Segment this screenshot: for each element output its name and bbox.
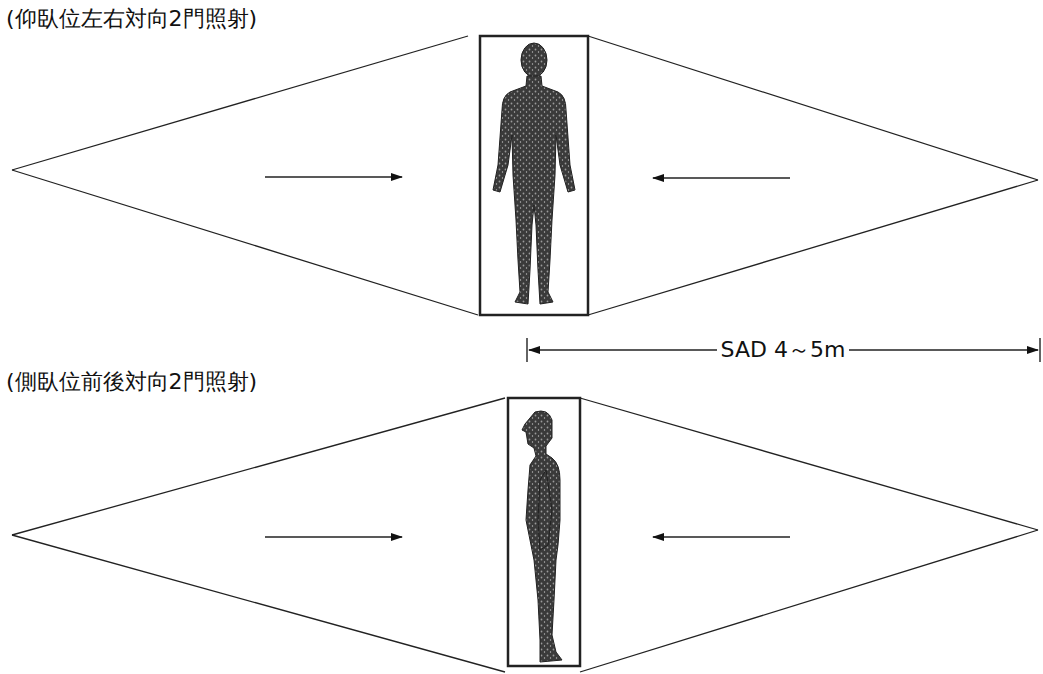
dimension-label: SAD 4～5m (717, 337, 850, 363)
human-figure-front (493, 43, 575, 304)
couch-frame (480, 36, 588, 315)
human-figure-side (522, 411, 562, 662)
dimension-line (527, 338, 1040, 362)
panel-caption: (側臥位前後対向2門照射) (2, 369, 261, 395)
beam-lines (12, 36, 1038, 672)
panel-caption: (仰臥位左右対向2門照射) (2, 6, 261, 32)
couch-frame (508, 398, 580, 666)
